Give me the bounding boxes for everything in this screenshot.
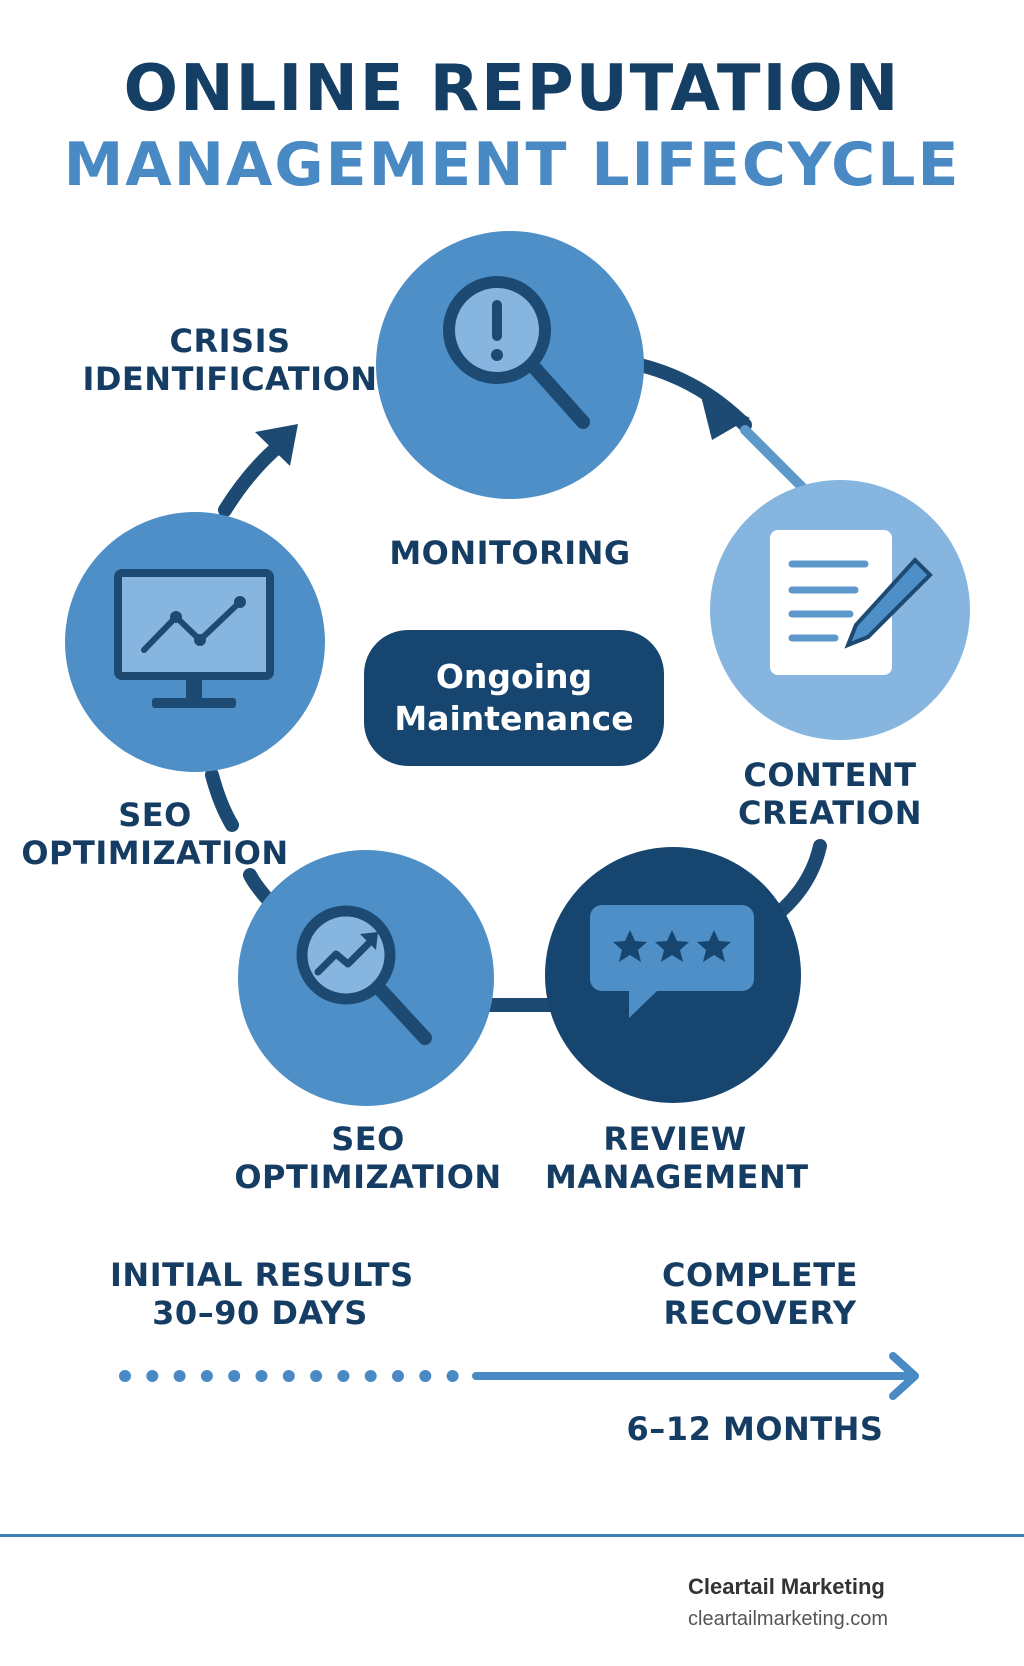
label-content-creation: CONTENT CREATION — [738, 756, 922, 832]
footer-divider — [0, 1534, 1024, 1537]
timeline-dot — [146, 1370, 159, 1382]
timeline-dots — [119, 1370, 459, 1382]
timeline-dot — [337, 1370, 350, 1382]
brand-url: cleartailmarketing.com — [688, 1608, 889, 1630]
star-review-bubble-icon — [590, 905, 754, 1018]
timeline-dot — [119, 1370, 131, 1382]
label-complete-recovery: COMPLETE RECOVERY — [662, 1256, 858, 1332]
timeline-dot — [282, 1370, 295, 1382]
timeline-dot — [255, 1370, 268, 1382]
label-seo-optimization-left: SEO OPTIMIZATION — [21, 796, 289, 872]
timeline-dot — [173, 1370, 186, 1382]
arrowhead-crisis — [255, 424, 298, 466]
monitor-chart-icon — [114, 569, 274, 708]
label-review-management: REVIEW MANAGEMENT — [545, 1120, 809, 1196]
connector-seoleft-lower — [205, 768, 239, 832]
label-crisis-identification: CRISIS IDENTIFICATION — [82, 322, 378, 398]
label-seo-optimization-bottom: SEO OPTIMIZATION — [234, 1120, 502, 1196]
monitoring-circle — [376, 231, 644, 499]
label-initial-results: INITIAL RESULTS 30–90 DAYS — [110, 1256, 414, 1332]
title-line-1: ONLINE REPUTATION — [123, 52, 901, 126]
document-pencil-icon — [770, 530, 933, 675]
brand-name: Cleartail Marketing — [688, 1574, 885, 1599]
timeline-dot — [419, 1370, 432, 1382]
arrowhead-content — [700, 392, 750, 440]
timeline-dot — [310, 1370, 323, 1382]
magnifier-trend-icon — [296, 905, 432, 1045]
timeline-dot — [228, 1370, 241, 1382]
timeline-dot — [446, 1370, 459, 1382]
title-line-2: MANAGEMENT LIFECYCLE — [63, 130, 961, 200]
timeline-dot — [392, 1370, 404, 1382]
label-duration: 6–12 MONTHS — [626, 1410, 884, 1448]
content-circle — [710, 480, 970, 740]
review-circle — [545, 847, 801, 1103]
connector-seoleft-to-crisis — [218, 438, 287, 517]
ongoing-maintenance-badge: Ongoing Maintenance — [364, 630, 664, 766]
timeline-dot — [200, 1370, 213, 1382]
label-monitoring: MONITORING — [389, 534, 631, 572]
timeline — [119, 1352, 919, 1400]
seo-left-circle — [65, 512, 325, 772]
magnifier-exclamation-icon — [443, 276, 590, 429]
connector-content-light — [740, 425, 810, 495]
timeline-dot — [364, 1370, 377, 1382]
seo-bottom-circle — [238, 850, 494, 1106]
